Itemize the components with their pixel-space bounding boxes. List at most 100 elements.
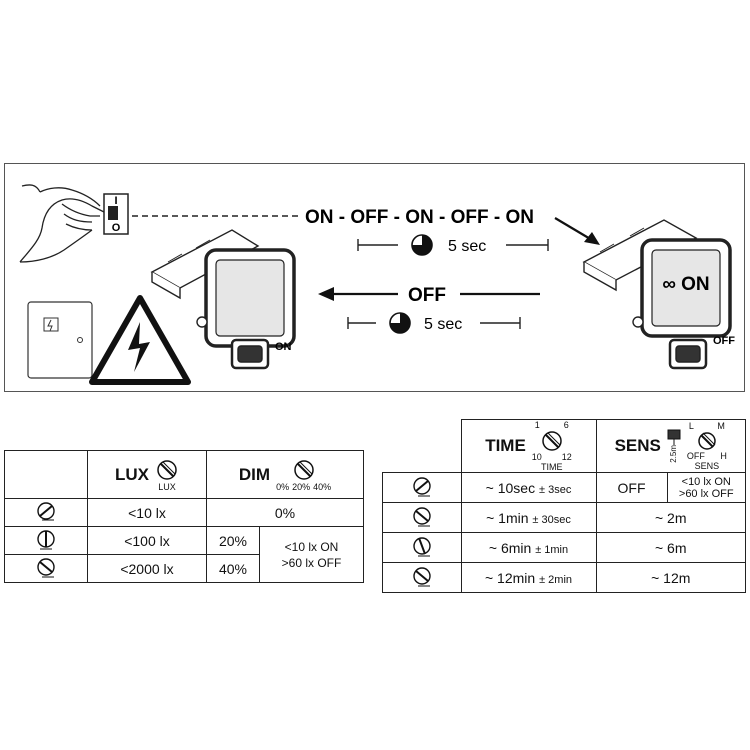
- sens-note-line2: >60 lx OFF: [678, 487, 734, 500]
- dim-note-line1: <10 lx ON: [284, 539, 339, 554]
- time-value: ~ 10sec: [485, 479, 536, 496]
- duration-bar-1: [357, 239, 549, 251]
- time-header-cell: TIME 1 6 10 12 TIME: [460, 419, 597, 473]
- lux-table-corner: [4, 450, 88, 499]
- off-arrow: [318, 287, 540, 301]
- sens-mark-m: M: [717, 421, 725, 431]
- dial-setting-icon-cell: [382, 562, 462, 593]
- dim-mark-0: 0%: [276, 481, 290, 492]
- time-value: ~ 1min: [486, 509, 529, 526]
- time-value: ~ 6min: [488, 539, 532, 556]
- lux-dial-icon: [157, 459, 177, 480]
- time-dial-icon: [542, 431, 562, 451]
- on-off-sequence: ON - OFF - ON - OFF - ON: [305, 207, 534, 228]
- sens-dial-icon: [698, 432, 716, 450]
- right-lamp-state: OFF: [713, 335, 735, 347]
- switch-on-mark: I: [114, 195, 117, 207]
- lux-dim-table: LUX LUX DIM: [4, 450, 364, 583]
- time-mark-12: 12: [561, 452, 572, 462]
- sens-mark-l: L: [688, 421, 694, 431]
- off-label: OFF: [408, 285, 446, 306]
- time-mark-1: 1: [534, 420, 540, 430]
- dim-header-cell: DIM 0% 20% 40%: [206, 450, 364, 499]
- floodlight-left-icon: [150, 229, 296, 370]
- time-value-cell: ~ 10sec ± 3sec: [460, 472, 597, 503]
- left-lamp-state: ON: [275, 341, 292, 353]
- table-row: <100 lx 20% <10 lx ON >60 lx OFF: [4, 526, 364, 583]
- table-row: ~ 1min ± 30sec ~ 2m: [382, 502, 746, 533]
- sens-value: ~ 2m: [595, 502, 746, 533]
- dial-setting-icon: [413, 477, 431, 497]
- dim-mark-40: 40%: [313, 481, 332, 492]
- dim-dial-icon: [293, 459, 314, 480]
- dial-setting-icon-cell: [4, 498, 88, 527]
- lux-header-cell: LUX LUX: [87, 450, 207, 499]
- dial-setting-icon-cell: [382, 532, 462, 563]
- time-header: TIME: [485, 436, 526, 455]
- lux-header: LUX: [115, 464, 149, 484]
- time-mark-6: 6: [563, 420, 569, 430]
- time-mark-10: 10: [531, 452, 542, 462]
- sens-note-cell: <10 lx ON >60 lx OFF: [666, 472, 746, 503]
- sens-dial-label: SENS: [694, 461, 720, 471]
- dim-note-line2: >60 lx OFF: [281, 555, 342, 570]
- lux-table-header-row: LUX LUX DIM: [4, 450, 364, 499]
- time-table-header-row: TIME 1 6 10 12 TIME: [382, 419, 746, 473]
- sens-header: SENS: [614, 436, 661, 455]
- time-dial-label: TIME: [541, 462, 563, 472]
- time-tolerance: ± 30sec: [532, 513, 571, 526]
- dial-setting-icon-cell: [382, 472, 462, 503]
- floodlight-right-icon: [582, 219, 732, 370]
- dial-setting-icon-cell: [4, 554, 88, 583]
- time-value-cell: ~ 6min ± 1min: [460, 532, 597, 563]
- duration-1-label: 5 sec: [448, 238, 486, 255]
- dial-setting-icon: [37, 558, 55, 578]
- sens-value: ~ 12m: [595, 562, 746, 593]
- dim-note-cell: <10 lx ON >60 lx OFF: [259, 526, 364, 583]
- dim-mark-20: 20%: [292, 481, 311, 492]
- hand-icon: [19, 184, 105, 263]
- wall-switch-icon: [103, 193, 129, 235]
- sens-header-cell: SENS 2.5m L M: [595, 419, 746, 473]
- time-value: ~ 12min: [484, 569, 536, 586]
- time-sens-table: TIME 1 6 10 12 TIME: [382, 419, 746, 593]
- sensor-head-icon: [667, 429, 681, 446]
- dim-value: 20%: [206, 526, 260, 555]
- table-row: <10 lx 0%: [4, 498, 364, 527]
- right-lamp-display: ∞ ON: [662, 274, 709, 295]
- dim-value: 0%: [206, 498, 364, 527]
- duration-2-label: 5 sec: [424, 316, 462, 333]
- dial-setting-icon: [37, 502, 55, 521]
- timer-icon-2: [389, 312, 411, 334]
- sens-height-label: 2.5m: [669, 445, 679, 463]
- timer-icon: [411, 234, 433, 256]
- sens-mark-off: OFF: [686, 451, 705, 461]
- table-row: <2000 lx 40%: [4, 554, 364, 583]
- time-tolerance: ± 2min: [539, 573, 573, 586]
- dial-setting-icon: [413, 507, 431, 527]
- time-value-cell: ~ 1min ± 30sec: [460, 502, 597, 533]
- arrow-to-right-lamp: [554, 217, 600, 245]
- switch-off-mark: O: [112, 222, 121, 234]
- dial-setting-icon-cell: [4, 526, 88, 555]
- duration-bar-2: [347, 317, 521, 329]
- dial-setting-icon: [413, 537, 431, 557]
- table-row: ~ 6min ± 1min ~ 6m: [382, 532, 746, 563]
- table-row: ~ 12min ± 2min ~ 12m: [382, 562, 746, 593]
- lux-dial-label: LUX: [158, 481, 176, 492]
- sens-value: ~ 6m: [595, 532, 746, 563]
- time-tolerance: ± 3sec: [538, 483, 572, 496]
- junction-box-icon: [27, 301, 93, 379]
- dim-header: DIM: [238, 464, 271, 484]
- lux-value: <10 lx: [87, 498, 207, 527]
- instruction-drawing: I O ON - OFF - ON - OFF - ON 5 sec OFF: [19, 184, 735, 385]
- dial-setting-icon-cell: [382, 502, 462, 533]
- dial-setting-icon: [413, 567, 431, 587]
- table-row: ~ 10sec ± 3sec OFF <10 lx ON >60 lx OFF: [382, 472, 746, 503]
- instruction-panel: [4, 163, 745, 392]
- sens-mark-h: H: [720, 451, 727, 461]
- dim-value: 40%: [206, 554, 260, 583]
- time-table-corner: [382, 419, 462, 473]
- sens-note-line1: <10 lx ON: [681, 475, 731, 488]
- lux-value: <2000 lx: [87, 554, 207, 583]
